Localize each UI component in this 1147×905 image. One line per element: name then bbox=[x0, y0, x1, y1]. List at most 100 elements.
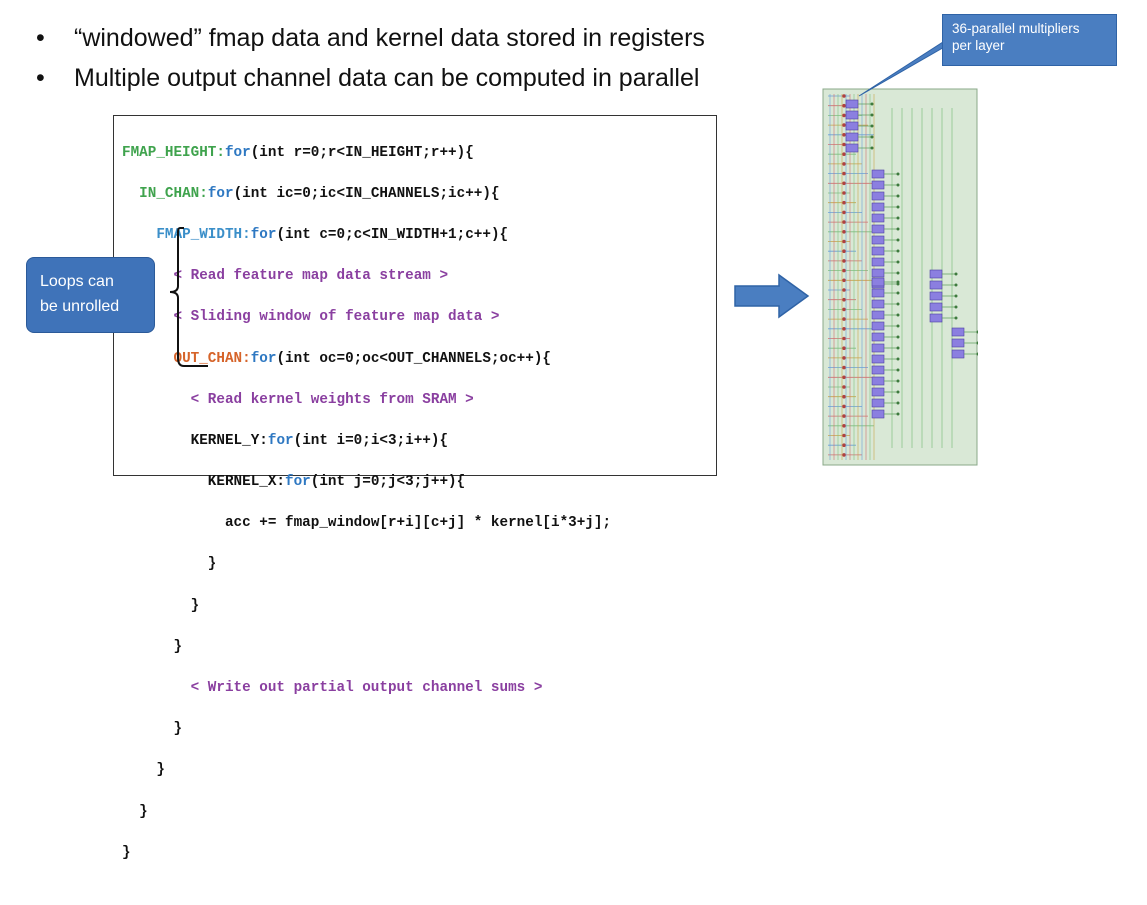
keyword: for bbox=[285, 474, 311, 491]
multiplier-block bbox=[845, 121, 859, 131]
register-node bbox=[842, 162, 846, 166]
register-node bbox=[842, 181, 846, 186]
multiplier-block bbox=[871, 235, 885, 245]
output-node bbox=[896, 335, 900, 339]
output-node bbox=[954, 272, 958, 276]
register-node bbox=[842, 288, 846, 292]
code-line: IN_CHAN:for(int ic=0;ic<IN_CHANNELS;ic++… bbox=[122, 184, 611, 205]
loop-label: OUT_CHAN: bbox=[173, 350, 251, 367]
multiplier-block bbox=[871, 246, 885, 256]
output-node bbox=[896, 280, 900, 284]
code-text: } bbox=[190, 597, 200, 614]
code-line: } bbox=[122, 637, 611, 658]
code-line: KERNEL_Y:for(int i=0;i<3;i++){ bbox=[122, 431, 611, 452]
output-node bbox=[896, 412, 900, 416]
keyword: for bbox=[207, 185, 234, 202]
code-text: } bbox=[173, 721, 183, 738]
keyword: for bbox=[267, 432, 294, 449]
loop-label: KERNEL_Y: bbox=[190, 432, 268, 449]
register-node bbox=[842, 346, 846, 351]
code-comment: < Read feature map data stream > bbox=[173, 268, 449, 285]
register-node bbox=[842, 414, 846, 418]
callout-pointer bbox=[858, 41, 955, 97]
multiplier-block bbox=[871, 376, 885, 386]
output-node bbox=[896, 401, 900, 405]
bullet-list: • “windowed” fmap data and kernel data st… bbox=[36, 18, 705, 98]
output-node bbox=[896, 346, 900, 350]
code-comment: < Write out partial output channel sums … bbox=[190, 680, 543, 697]
loop-label: KERNEL_X: bbox=[207, 474, 286, 491]
multiplier-block bbox=[871, 268, 885, 278]
register-node bbox=[842, 356, 846, 360]
output-node bbox=[896, 291, 900, 295]
multiplier-block bbox=[871, 398, 885, 408]
code-text: (int ic=0;ic<IN_CHANNELS;ic++){ bbox=[233, 185, 500, 202]
output-node bbox=[896, 260, 900, 264]
code-line: } bbox=[122, 719, 611, 740]
code-line: FMAP_WIDTH:for(int c=0;c<IN_WIDTH+1;c++)… bbox=[122, 225, 611, 246]
register-node bbox=[842, 336, 846, 341]
register-node bbox=[842, 230, 846, 234]
multiplier-block bbox=[871, 299, 885, 309]
register-node bbox=[842, 317, 846, 321]
loop-label: FMAP_WIDTH: bbox=[156, 226, 251, 243]
multiplier-block bbox=[871, 191, 885, 201]
code-text: (int c=0;c<IN_WIDTH+1;c++){ bbox=[276, 226, 509, 243]
output-node bbox=[954, 305, 958, 309]
multiplier-block bbox=[845, 110, 859, 120]
output-node bbox=[870, 102, 874, 106]
code-text: } bbox=[122, 844, 131, 861]
register-node bbox=[842, 103, 846, 108]
code-comment: < Read kernel weights from SRAM > bbox=[190, 391, 474, 408]
multiplier-block bbox=[929, 313, 943, 323]
register-node bbox=[842, 394, 846, 399]
register-node bbox=[842, 453, 846, 457]
bullet-item: •“windowed” fmap data and kernel data st… bbox=[36, 18, 705, 58]
register-node bbox=[842, 210, 846, 215]
code-text: acc += fmap_window[r+i][c+j] * kernel[i*… bbox=[224, 515, 612, 532]
output-node bbox=[896, 271, 900, 275]
output-node bbox=[954, 294, 958, 298]
multiplier-block bbox=[929, 291, 943, 301]
output-node bbox=[870, 146, 874, 150]
code-line: OUT_CHAN:for(int oc=0;oc<OUT_CHANNELS;oc… bbox=[122, 349, 611, 370]
output-node bbox=[896, 238, 900, 242]
register-node bbox=[842, 307, 846, 312]
loop-label: FMAP_HEIGHT: bbox=[122, 144, 225, 161]
output-node bbox=[870, 135, 874, 139]
register-node bbox=[842, 443, 846, 448]
keyword: for bbox=[250, 350, 277, 367]
bullet-dot: • bbox=[36, 64, 45, 92]
keyword: for bbox=[250, 226, 277, 243]
register-node bbox=[842, 433, 846, 438]
code-line: < Write out partial output channel sums … bbox=[122, 678, 611, 699]
output-node bbox=[870, 124, 874, 128]
code-line: } bbox=[122, 760, 611, 781]
register-node bbox=[842, 142, 846, 147]
bullet-item: • Multiple output channel data can be com… bbox=[36, 58, 705, 98]
unroll-brace bbox=[169, 227, 208, 367]
parallel-multipliers-label: 36-parallel multipliers per layer bbox=[942, 14, 1117, 66]
multiplier-block bbox=[929, 269, 943, 279]
register-node bbox=[842, 191, 846, 195]
multiplier-block bbox=[871, 354, 885, 364]
bullet-text: “windowed” fmap data and kernel data sto… bbox=[74, 24, 705, 52]
code-text: (int i=0;i<3;i++){ bbox=[293, 432, 449, 449]
multiplier-block bbox=[951, 327, 965, 337]
output-node bbox=[896, 324, 900, 328]
register-node bbox=[842, 404, 846, 409]
multiplier-block bbox=[951, 338, 965, 348]
register-node bbox=[842, 152, 846, 156]
bullet-text: Multiple output channel data can be comp… bbox=[74, 64, 700, 92]
multiplier-block bbox=[929, 302, 943, 312]
output-node bbox=[976, 352, 978, 356]
code-line: FMAP_HEIGHT:for(int r=0;r<IN_HEIGHT;r++)… bbox=[122, 143, 611, 164]
multiplier-block bbox=[929, 280, 943, 290]
multiplier-block bbox=[871, 332, 885, 342]
register-node bbox=[842, 200, 846, 205]
output-node bbox=[896, 216, 900, 220]
register-node bbox=[842, 297, 846, 302]
register-node bbox=[842, 249, 846, 253]
multiplier-block bbox=[871, 169, 885, 179]
code-listing: FMAP_HEIGHT:for(int r=0;r<IN_HEIGHT;r++)… bbox=[113, 115, 717, 861]
